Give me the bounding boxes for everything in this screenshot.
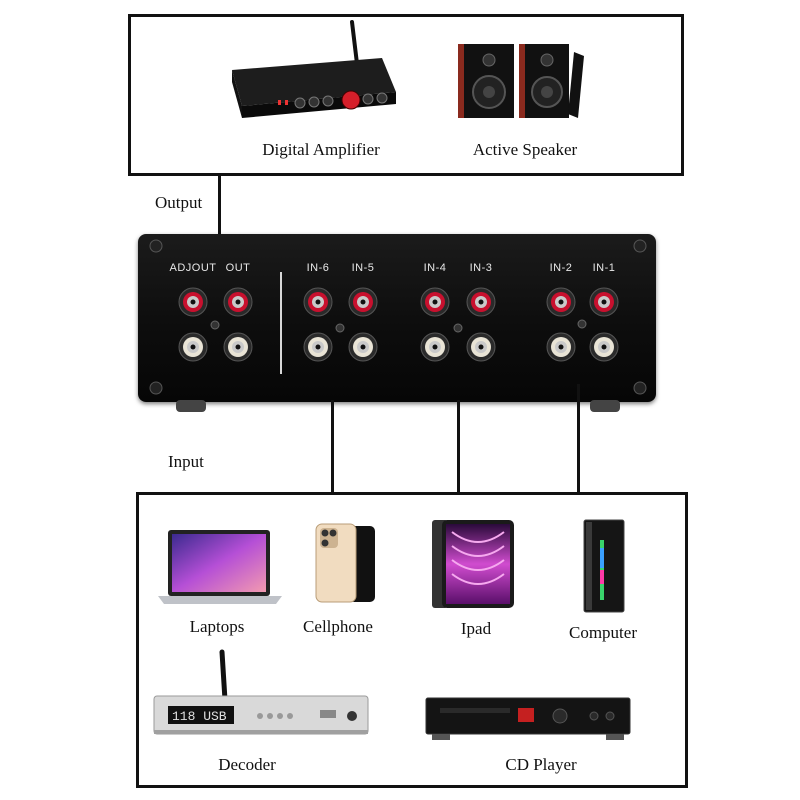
audio-switcher-panel: [138, 234, 656, 402]
panel-screw-1: [210, 320, 220, 330]
jack-label-in4: IN-4: [423, 262, 447, 274]
panel-screw-2: [335, 323, 345, 333]
rca-jack-red-1: [178, 287, 208, 317]
output-devices-box: [128, 14, 684, 176]
rca-jack-red-6: [466, 287, 496, 317]
panel-screw-3: [453, 323, 463, 333]
jack-label-in2: IN-2: [549, 262, 573, 274]
output-wire: [218, 176, 221, 238]
cd-player-label: CD Player: [505, 755, 577, 774]
jack-label-in5: IN-5: [351, 262, 375, 274]
laptops-label: Laptops: [189, 617, 245, 636]
rca-jack-white-5: [420, 332, 450, 362]
input-wire-3: [577, 384, 580, 494]
jack-label-out: OUT: [225, 262, 251, 274]
rca-jack-white-3: [303, 332, 333, 362]
rca-jack-white-8: [589, 332, 619, 362]
jack-label-in3: IN-3: [469, 262, 493, 274]
rca-jack-white-6: [466, 332, 496, 362]
rca-jack-white-2: [223, 332, 253, 362]
active-speaker-label: Active Speaker: [472, 140, 578, 159]
jack-label-adjout: ADJOUT: [169, 262, 217, 274]
decoder-label: Decoder: [218, 755, 276, 774]
rca-jack-white-7: [546, 332, 576, 362]
jack-label-in1: IN-1: [592, 262, 616, 274]
input-wire-2: [457, 400, 460, 494]
input-label: Input: [168, 452, 204, 471]
rca-jack-red-4: [348, 287, 378, 317]
rca-jack-white-4: [348, 332, 378, 362]
computer-label: Computer: [569, 623, 637, 642]
rca-jack-white-1: [178, 332, 208, 362]
rca-jack-red-3: [303, 287, 333, 317]
rca-jack-red-5: [420, 287, 450, 317]
digital-amplifier-label: Digital Amplifier: [262, 140, 380, 159]
cellphone-label: Cellphone: [303, 617, 373, 636]
decoder-display-text: 118 USB: [172, 709, 227, 724]
rca-jack-red-2: [223, 287, 253, 317]
rca-jack-red-8: [589, 287, 619, 317]
jack-label-in6: IN-6: [306, 262, 330, 274]
input-devices-box: [136, 492, 688, 788]
output-label: Output: [155, 193, 203, 212]
rca-jack-red-7: [546, 287, 576, 317]
input-wire-1: [331, 400, 334, 494]
ipad-label: Ipad: [460, 619, 492, 638]
panel-screw-4: [577, 319, 587, 329]
